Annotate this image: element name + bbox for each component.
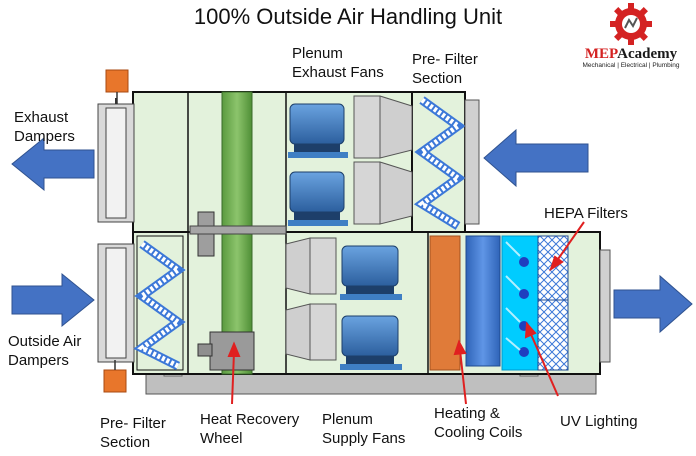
plenum-exhaust-fans-label-line2: Exhaust Fans xyxy=(292,64,384,81)
plenum-exhaust-fans-label: Plenum Exhaust Fans xyxy=(292,44,384,82)
supply-fan-motor-2 xyxy=(340,315,402,370)
pre-filter-top-label-line1: Pre- Filter xyxy=(412,51,478,68)
pre-filter-bottom-label-line2: Section xyxy=(100,434,151,451)
plenum-supply-fans-label-line2: Supply Fans xyxy=(322,430,406,447)
outside-air-airflow-arrow xyxy=(11,272,95,328)
uv-lighting-panel xyxy=(501,235,539,371)
wheel-drive-shaft xyxy=(197,343,213,357)
uv-lamps xyxy=(519,257,529,357)
exhaust-damper-actuator xyxy=(105,69,129,93)
exhaust-fan-motor-1 xyxy=(288,103,348,158)
heating-coil xyxy=(429,235,461,371)
supply-airflow-arrow xyxy=(613,274,693,334)
pre-filter-top-label: Pre- Filter Section xyxy=(412,50,478,88)
supply-fan-inlet-1 xyxy=(309,237,337,295)
exhaust-fan-motor-2 xyxy=(288,171,348,226)
exhaust-fan-inlet-1 xyxy=(353,95,381,159)
outside-air-dampers-label: Outside Air Dampers xyxy=(8,332,81,370)
wheel-shaft xyxy=(189,225,287,235)
exhaust-inlet-hood xyxy=(464,99,480,225)
pointer-arrows xyxy=(227,221,585,405)
plenum-supply-fans-label: Plenum Supply Fans xyxy=(322,410,405,448)
outside-air-dampers-label-line2: Dampers xyxy=(8,352,69,369)
logo-tagline: Mechanical | Electrical | Plumbing xyxy=(582,62,680,69)
exhaust-dampers-label: Exhaust Dampers xyxy=(14,108,75,146)
heat-recovery-wheel-label: Heat Recovery Wheel xyxy=(200,410,299,448)
plenum-exhaust-fans-label-line1: Plenum xyxy=(292,45,343,62)
exhaust-fan-inlet-2 xyxy=(353,161,381,225)
return-air-airflow-arrow xyxy=(483,128,589,188)
mep-academy-logo: MEPAcademy Mechanical | Electrical | Plu… xyxy=(572,6,690,70)
supply-outlet-hood xyxy=(599,249,611,363)
gear-logo-icon xyxy=(610,3,652,45)
exhaust-dampers-label-line1: Exhaust xyxy=(14,109,69,126)
exhaust-dampers-label-line2: Dampers xyxy=(14,128,75,145)
pre-filter-bottom-label-line1: Pre- Filter xyxy=(100,415,166,432)
supply-fan-inlet-2 xyxy=(309,303,337,361)
heating-cooling-coils-label: Heating & Cooling Coils xyxy=(434,404,522,442)
heating-cooling-coils-label-line1: Heating & xyxy=(434,405,500,422)
outside-air-damper-actuator xyxy=(103,369,127,393)
heat-recovery-wheel-label-line1: Heat Recovery xyxy=(200,411,300,428)
diagram-title: 100% Outside Air Handling Unit xyxy=(193,4,503,29)
hepa-filter xyxy=(537,235,569,371)
heating-cooling-coils-label-line2: Cooling Coils xyxy=(434,424,523,441)
logo-name: MEPAcademy xyxy=(572,46,690,63)
heat-recovery-wheel-label-line2: Wheel xyxy=(200,430,243,447)
outside-air-dampers-label-line1: Outside Air xyxy=(8,333,82,350)
plenum-supply-fans-label-line1: Plenum xyxy=(322,411,373,428)
logo-name-dark: Academy xyxy=(617,46,678,62)
exhaust-airflow-arrow xyxy=(11,136,95,192)
logo-name-red: MEP xyxy=(584,46,618,62)
pre-filter-top-label-line2: Section xyxy=(412,70,463,87)
uv-lighting-label: UV Lighting xyxy=(560,413,638,430)
hepa-filters-label: HEPA Filters xyxy=(544,205,628,222)
pre-filter-bottom-label: Pre- Filter Section xyxy=(100,414,166,452)
supply-fan-motor-1 xyxy=(340,245,402,300)
cooling-coil xyxy=(465,235,501,367)
